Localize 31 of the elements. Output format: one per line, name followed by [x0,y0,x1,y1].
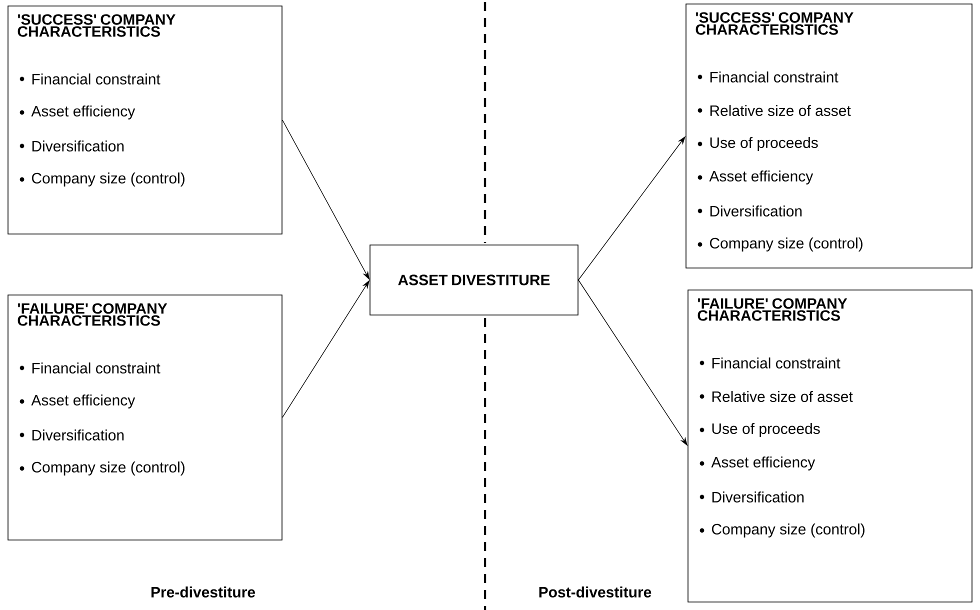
box-heading: 'SUCCESS' COMPANY CHARACTERISTICS [18,14,176,37]
bullet-text: Company size (control) [710,238,862,252]
box-heading: 'SUCCESS' COMPANY CHARACTERISTICS [696,12,854,35]
bullet-text: Diversification [32,429,124,440]
bullet-text: Asset efficiency [31,106,136,120]
bullet-text: Use of proceeds [712,423,820,437]
bullet-text: Financial constraint [712,358,840,368]
bullet-text: Company size (control) [712,524,864,538]
phase-label: Post-divestiture [539,586,652,598]
bullet-text: Financial constraint [32,362,160,374]
bullet-text: Relative size of asset [710,105,851,116]
bullet-text: Diversification [710,206,802,216]
bullet-text: Asset efficiency [711,456,816,470]
bullet-text: Financial constraint [32,74,160,84]
bullet-text: Company size (control) [32,172,184,186]
characteristics-box [8,294,282,540]
characteristics-box [688,290,972,602]
characteristics-box [686,4,972,268]
characteristics-box [8,6,282,234]
bullet-text: Asset efficiency [709,170,814,184]
box-heading: 'FAILURE' COMPANY CHARACTERISTICS [18,303,168,326]
process-box: ASSET DIVESTITURE [370,244,578,316]
bullet-text: Financial constraint [710,72,838,82]
bullet-text: Use of proceeds [710,137,818,151]
bullet-text: Diversification [712,491,804,502]
bullet-text: Diversification [32,140,124,152]
bullet-text: Company size (control) [32,462,184,476]
box-heading: 'FAILURE' COMPANY CHARACTERISTICS [698,298,848,321]
bullet-text: Relative size of asset [712,390,853,402]
bullet-text: Asset efficiency [31,394,136,408]
phase-label: Pre-divestiture [152,586,255,598]
